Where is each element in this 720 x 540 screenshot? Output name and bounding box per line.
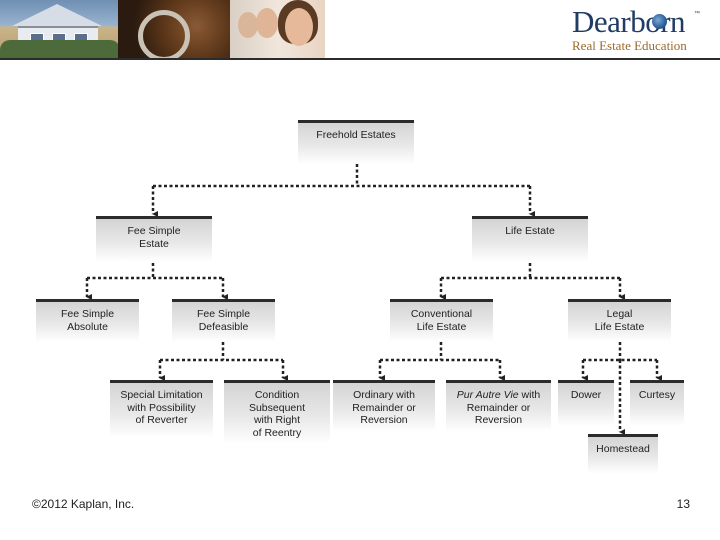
brand-subtitle: Real Estate Education [572, 38, 687, 53]
node-pur-autre-vie: Pur Autre Vie with Remainder or Reversio… [446, 380, 551, 432]
pur-autre-vie-rest: with Remainder or Reversion [466, 389, 541, 426]
page-number: 13 [676, 497, 690, 511]
node-freehold-estates: Freehold Estates [298, 120, 414, 164]
pur-autre-vie-italic: Pur Autre Vie [456, 389, 519, 401]
node-homestead: Homestead [588, 434, 658, 474]
node-curtesy: Curtesy [630, 380, 684, 426]
header-banner: Dearborn ™ Real Estate Education [0, 0, 720, 58]
node-fee-simple-estate: Fee Simple Estate [96, 216, 212, 262]
globe-icon [652, 14, 667, 29]
keys-photo [118, 0, 230, 58]
node-condition-subsequent: Condition Subsequent with Right of Reent… [224, 380, 330, 444]
header-divider [0, 58, 720, 60]
node-fee-simple-defeasible: Fee Simple Defeasible [172, 299, 275, 342]
footer-copyright: ©2012 Kaplan, Inc. [32, 497, 135, 511]
node-legal-life-estate: Legal Life Estate [568, 299, 671, 342]
node-special-limitation: Special Limitation with Possibility of R… [110, 380, 213, 438]
node-life-estate: Life Estate [472, 216, 588, 262]
node-dower: Dower [558, 380, 614, 426]
house-photo [0, 0, 120, 58]
node-ordinary-remainder: Ordinary with Remainder or Reversion [333, 380, 435, 432]
node-conventional-life-estate: Conventional Life Estate [390, 299, 493, 342]
people-photo [230, 0, 325, 58]
node-fee-simple-absolute: Fee Simple Absolute [36, 299, 139, 342]
trademark-mark: ™ [694, 11, 700, 17]
